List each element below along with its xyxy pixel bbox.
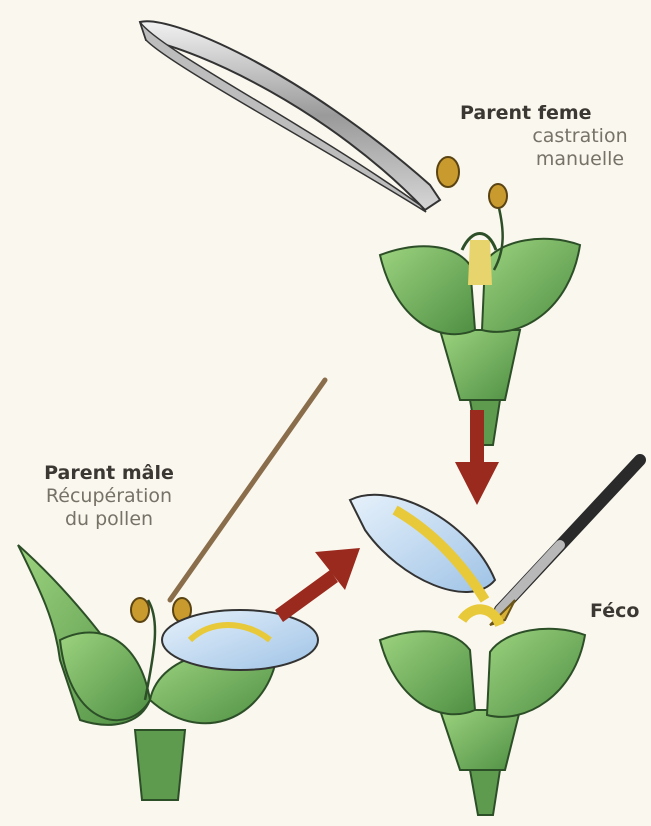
female-parent-line2: manuelle	[460, 148, 651, 171]
pollen-dish-large	[350, 495, 495, 600]
diagonal-arrow	[275, 548, 360, 622]
pollen-dish-small	[162, 610, 318, 670]
fertilization-label: Féco	[590, 600, 639, 623]
male-parent-label: Parent mâle Récupération du pollen	[14, 462, 204, 531]
male-parent-title: Parent mâle	[14, 462, 204, 485]
tweezers-icon	[140, 21, 440, 212]
female-parent-label: Parent feme castration manuelle	[460, 102, 651, 171]
female-parent-line1: castration	[460, 125, 651, 148]
male-parent-line1: Récupération	[14, 485, 204, 508]
female-parent-title: Parent feme	[460, 102, 651, 125]
male-flower	[18, 545, 275, 800]
female-flower	[380, 184, 580, 445]
removed-anther	[437, 157, 459, 187]
male-parent-line2: du pollen	[14, 508, 204, 531]
fertilized-flower	[380, 609, 585, 815]
